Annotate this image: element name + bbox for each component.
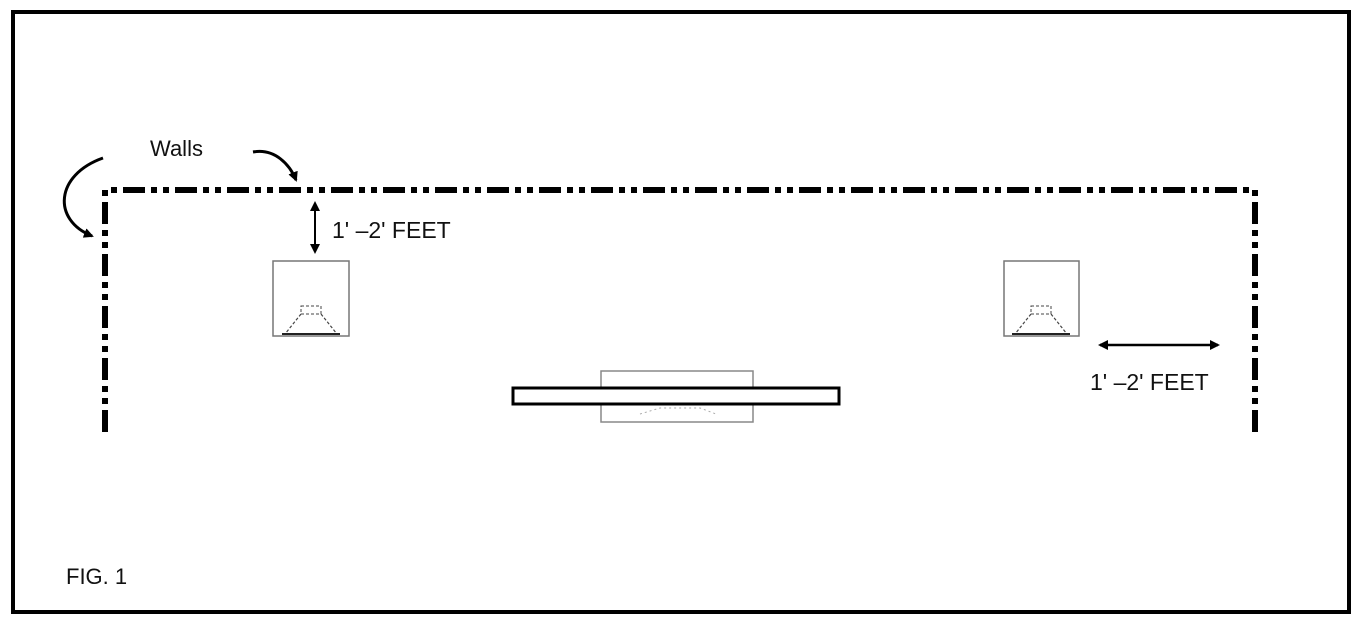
walls-arrow-top (252, 149, 298, 182)
figure-label: FIG. 1 (66, 564, 127, 589)
figure-frame (11, 10, 1351, 614)
top-gap-label: 1' –2' FEET (332, 217, 451, 243)
left-speaker (272, 260, 350, 337)
walls-arrow-left (63, 156, 104, 238)
room-walls (102, 187, 1258, 437)
walls-label: Walls (150, 136, 203, 161)
side-gap-label: 1' –2' FEET (1090, 369, 1209, 395)
tv-console (511, 370, 841, 423)
right-speaker (1003, 260, 1080, 337)
